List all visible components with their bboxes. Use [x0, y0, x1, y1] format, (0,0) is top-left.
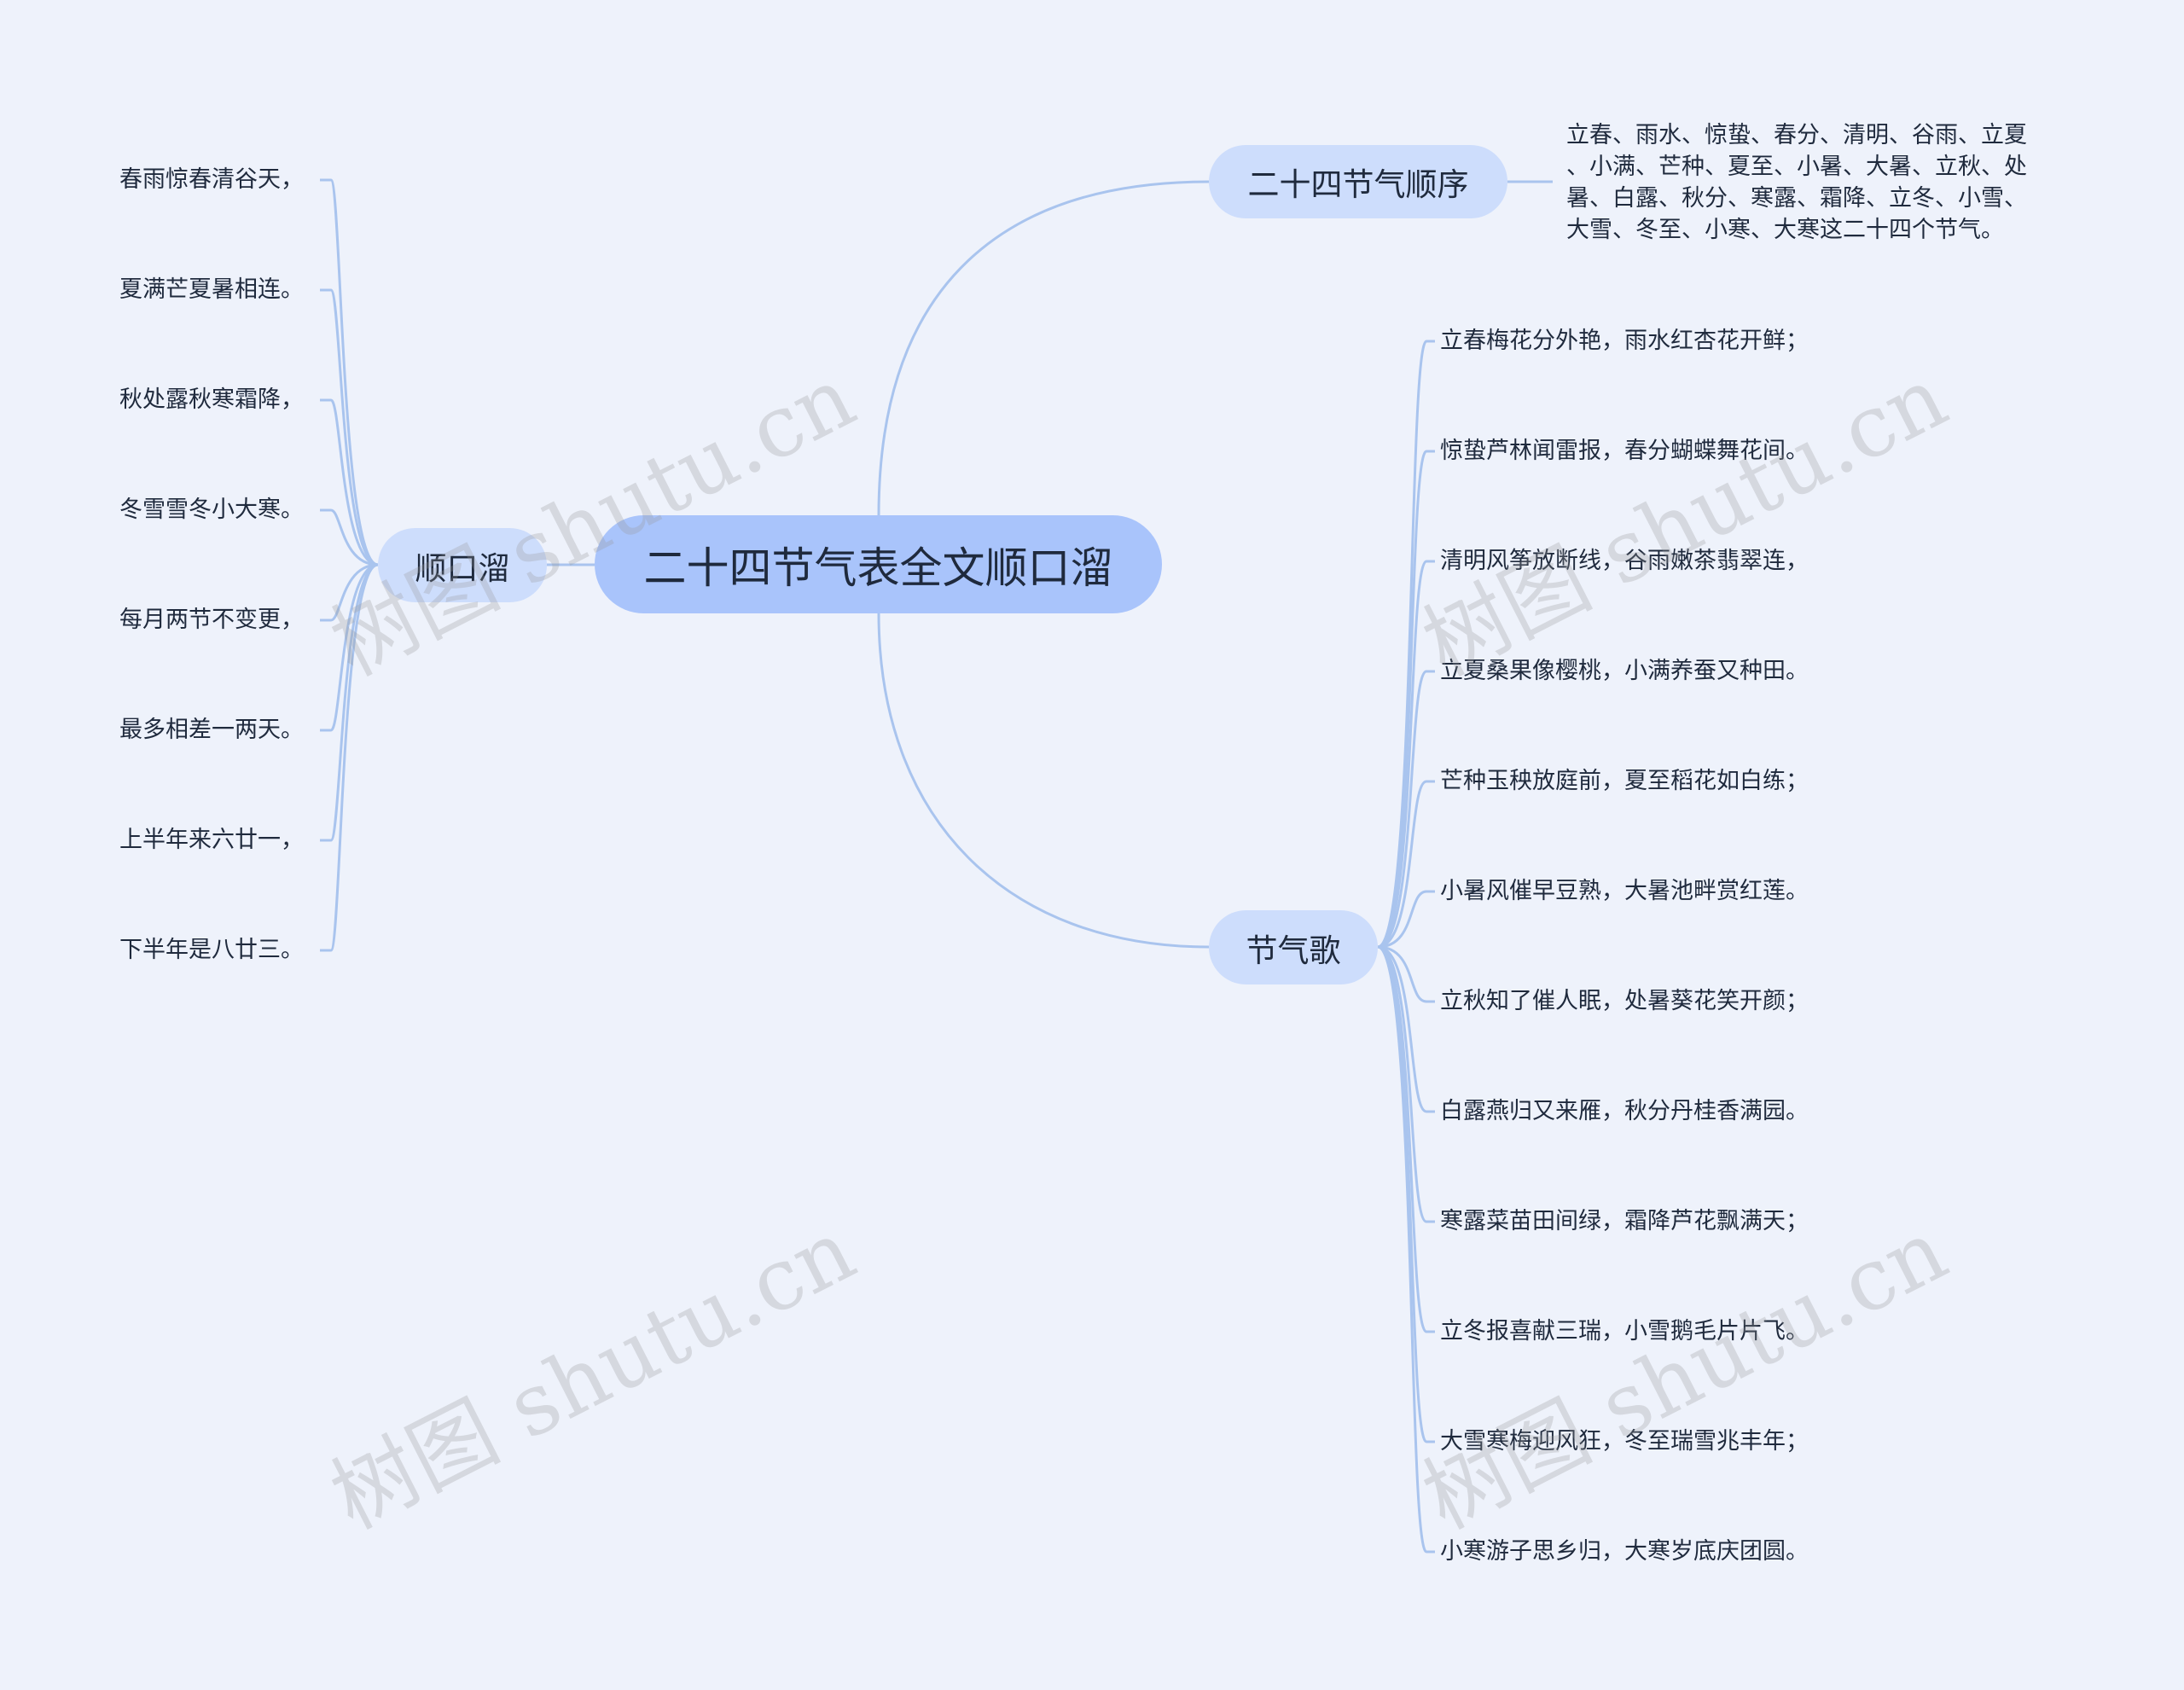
song-leaf[interactable]: 立春梅花分外艳，雨水红杏花开鲜；	[1440, 328, 1809, 354]
song-leaf-link	[1377, 945, 1435, 1554]
song-leaf[interactable]: 惊蛰芦林闻雷报，春分蝴蝶舞花间。	[1440, 438, 1809, 464]
branch-shunkouliu[interactable]: 顺口溜	[378, 528, 547, 602]
song-leaf-link	[1377, 670, 1435, 949]
shunkouliu-leaf-link	[320, 563, 379, 952]
order-text-line: 、小满、芒种、夏至、小暑、大暑、立秋、处	[1566, 154, 2027, 180]
song-leaf-link	[1377, 945, 1435, 1223]
shunkouliu-leaf[interactable]: 每月两节不变更，	[119, 607, 304, 633]
shunkouliu-leaf[interactable]: 夏满芒夏暑相连。	[119, 276, 304, 303]
song-leaf[interactable]: 立夏桑果像樱桃，小满养蚕又种田。	[1440, 658, 1809, 684]
shunkouliu-leaf-link	[320, 288, 379, 566]
link-root-order	[877, 180, 1210, 516]
song-leaf[interactable]: 白露燕归又来雁，秋分丹桂香满园。	[1440, 1098, 1809, 1124]
song-leaf-link	[1377, 340, 1435, 949]
song-leaf[interactable]: 芒种玉秧放庭前，夏至稻花如白练；	[1440, 768, 1809, 794]
shunkouliu-leaf[interactable]: 冬雪雪冬小大寒。	[119, 497, 304, 523]
song-leaf[interactable]: 清明风筝放断线，谷雨嫩茶翡翠连，	[1440, 548, 1809, 574]
link-root-song	[877, 613, 1210, 949]
branch-order[interactable]: 二十四节气顺序	[1209, 145, 1507, 218]
order-text-line: 暑、白露、秋分、寒露、霜降、立冬、小雪、	[1566, 185, 2027, 212]
shunkouliu-leaf-link	[320, 563, 379, 732]
order-text-block[interactable]: 立春、雨水、惊蛰、春分、清明、谷雨、立夏 、小满、芒种、夏至、小暑、大暑、立秋、…	[1566, 119, 2078, 246]
order-text-line: 大雪、冬至、小寒、大寒这二十四个节气。	[1566, 217, 2004, 243]
song-leaf-link	[1377, 450, 1435, 949]
branch-song-label: 节气歌	[1246, 932, 1341, 969]
song-leaf-link	[1377, 945, 1435, 1003]
shunkouliu-leaf-links	[320, 178, 379, 952]
shunkouliu-leaf-link	[320, 398, 379, 566]
song-leaf[interactable]: 寒露菜苗田间绿，霜降芦花飘满天；	[1440, 1208, 1809, 1234]
song-leaf[interactable]: 立冬报喜献三瑞，小雪鹅毛片片飞。	[1440, 1318, 1809, 1344]
song-leaf-links	[1377, 340, 1435, 1554]
song-leaf[interactable]: 大雪寒梅迎风狂，冬至瑞雪兆丰年；	[1440, 1428, 1809, 1455]
shunkouliu-leaf[interactable]: 最多相差一两天。	[119, 717, 304, 743]
shunkouliu-leaf[interactable]: 秋处露秋寒霜降，	[119, 386, 304, 413]
shunkouliu-leaf-link	[320, 508, 379, 566]
song-leaf[interactable]: 小寒游子思乡归，大寒岁底庆团圆。	[1440, 1538, 1809, 1565]
song-leaf-link	[1377, 945, 1435, 1113]
order-text-line: 立春、雨水、惊蛰、春分、清明、谷雨、立夏	[1566, 122, 2027, 148]
root-node[interactable]: 二十四节气表全文顺口溜	[595, 515, 1162, 613]
song-leaf[interactable]: 立秋知了催人眠，处暑葵花笑开颜；	[1440, 988, 1809, 1014]
branch-song[interactable]: 节气歌	[1209, 910, 1378, 984]
shunkouliu-leaf[interactable]: 春雨惊春清谷天，	[119, 166, 304, 193]
song-leaf-link	[1377, 890, 1435, 949]
shunkouliu-leaf[interactable]: 下半年是八廿三。	[119, 937, 304, 963]
shunkouliu-leaf-link	[320, 178, 379, 566]
shunkouliu-leaf-link	[320, 563, 379, 622]
branch-shunkouliu-label: 顺口溜	[415, 549, 510, 587]
root-label: 二十四节气表全文顺口溜	[643, 543, 1113, 593]
shunkouliu-leaf[interactable]: 上半年来六廿一，	[119, 827, 304, 853]
song-leaf[interactable]: 小暑风催早豆熟，大暑池畔赏红莲。	[1440, 878, 1809, 904]
song-leaf-link	[1377, 560, 1435, 949]
song-leaf-link	[1377, 945, 1435, 1333]
song-leaf-link	[1377, 780, 1435, 949]
branch-order-label: 二十四节气顺序	[1247, 166, 1469, 203]
shunkouliu-leaf-link	[320, 563, 379, 842]
